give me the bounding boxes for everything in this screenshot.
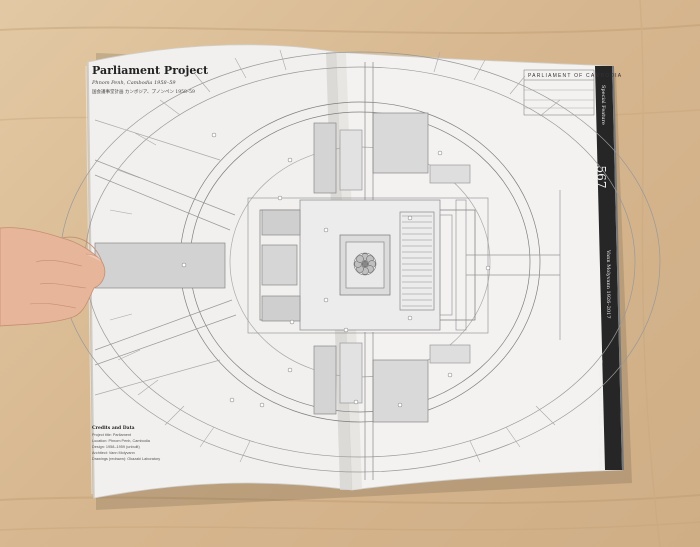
spine-text: Vann Molyvann 1926–2017 bbox=[605, 250, 611, 319]
credit-line: Design: 1958–1959 (unbuilt) bbox=[92, 445, 140, 449]
spine-text: Parliament Project Phnom Penh, Cambodia bbox=[597, 360, 603, 470]
magazine-header: PARLIAMENT OF CAMBODIA bbox=[528, 73, 623, 79]
spine-text: Special Feature bbox=[600, 85, 606, 125]
page-subtitle: Phnom Penh, Cambodia 1958–59 bbox=[92, 80, 176, 86]
credits-heading: Credits and Data bbox=[92, 426, 135, 431]
architectural-plan bbox=[59, 49, 661, 480]
credit-line: Location: Phnom Penh, Cambodia bbox=[92, 439, 150, 443]
japanese-caption: 国会議事堂計画 カンボジア、プノンペン 1958–59 bbox=[92, 90, 195, 95]
page-title: Parliament Project bbox=[92, 64, 209, 77]
lotus-motif bbox=[353, 252, 377, 276]
page-number: 567 bbox=[594, 165, 608, 189]
plan-markers bbox=[181, 132, 491, 408]
hand bbox=[0, 227, 106, 327]
spine-band bbox=[595, 66, 622, 470]
credit-line: Architect: Vann Molyvann bbox=[92, 451, 135, 455]
credit-line: Project title: Parliament bbox=[92, 433, 132, 437]
credit-line: Drawings (redrawn): Okazaki Laboratory bbox=[92, 457, 161, 461]
